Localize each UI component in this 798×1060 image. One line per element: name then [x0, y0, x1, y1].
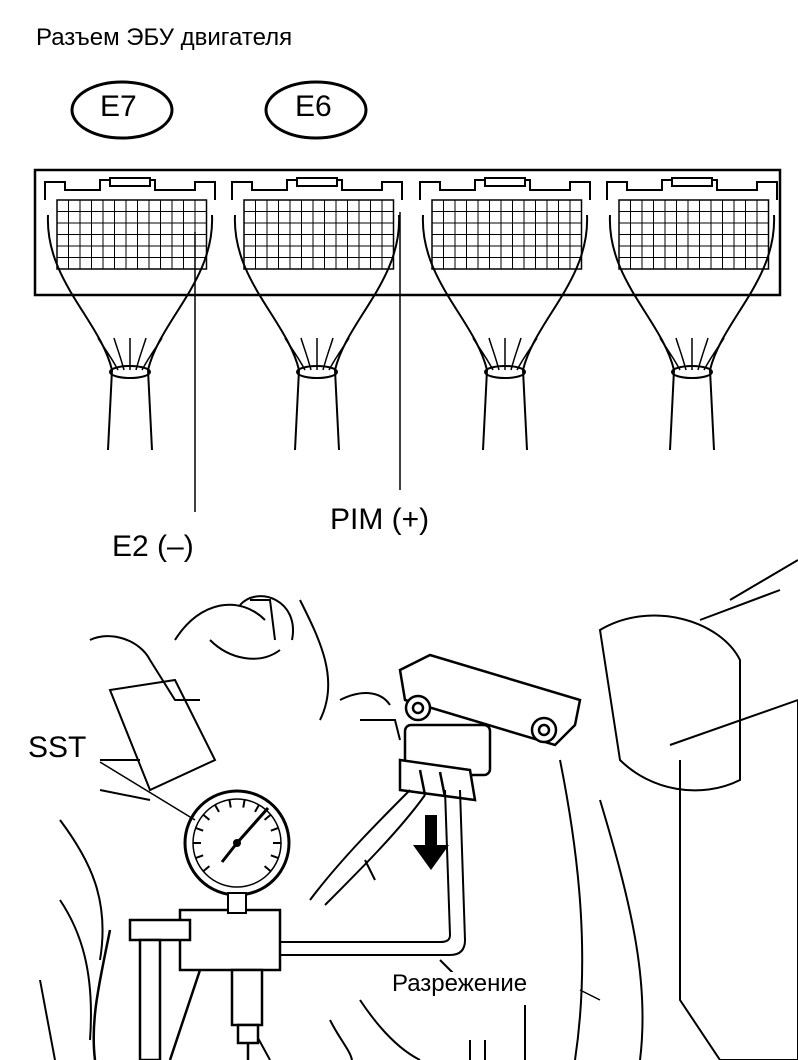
map-sensor — [398, 653, 582, 802]
vacuum-gauge — [183, 789, 291, 914]
connector-block — [606, 177, 778, 270]
gauge-tick — [242, 799, 246, 808]
gauge-scale-ticks — [193, 799, 281, 873]
harness — [608, 214, 776, 451]
gauge-tick — [263, 865, 272, 873]
gauge-tick — [270, 854, 279, 859]
gauge-tick — [202, 813, 211, 821]
vacuum-leader-line — [579, 989, 601, 1001]
diagram-title: Разъем ЭБУ двигателя — [36, 24, 293, 51]
gauge-tick — [270, 827, 279, 832]
vacuum-hose — [280, 789, 467, 956]
connector-e6-oval — [264, 80, 368, 140]
harness — [421, 214, 589, 451]
connector-block — [231, 177, 403, 270]
sst-leader-line — [99, 761, 196, 821]
connector-block — [44, 177, 216, 270]
sst-vacuum-pump — [92, 908, 282, 1060]
gauge-tick — [228, 799, 232, 808]
gauge-tick — [195, 854, 204, 859]
connector-e6-label: E6 — [295, 90, 332, 123]
vacuum-arrow — [413, 815, 449, 870]
gauge-tick — [195, 827, 204, 832]
terminal-e2-label: E2 (–) — [112, 530, 194, 563]
gauge-tick — [263, 813, 272, 821]
ecu-housing — [33, 168, 782, 297]
sst-label: SST — [28, 731, 87, 764]
engine-bay-illustration — [39, 559, 798, 1060]
connector-block — [419, 177, 591, 270]
connector-blocks — [44, 177, 778, 270]
gauge-tick — [254, 804, 260, 813]
gauge-tick — [214, 804, 220, 813]
wire-harnesses — [46, 214, 776, 451]
connector-e7-label: E7 — [100, 90, 137, 123]
terminal-pim-label: PIM (+) — [330, 503, 430, 536]
vacuum-label: Разрежение — [390, 970, 530, 997]
gauge-tick — [202, 865, 211, 873]
harness — [233, 214, 401, 451]
harness — [46, 214, 214, 451]
connector-e7-oval — [70, 80, 174, 140]
